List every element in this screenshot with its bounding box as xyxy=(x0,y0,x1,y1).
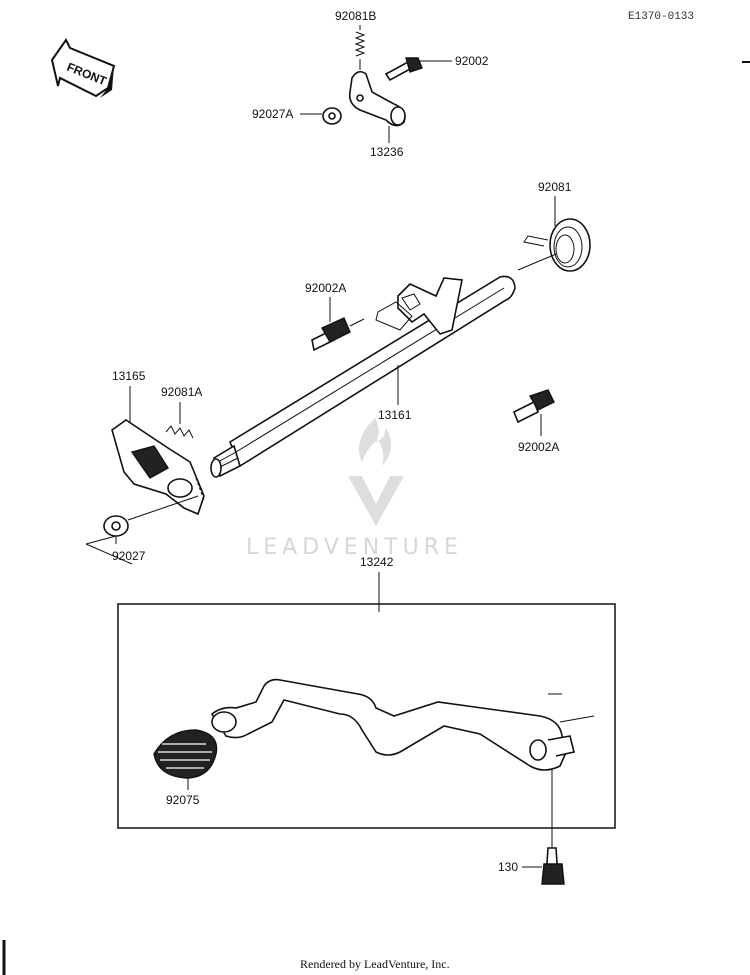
label-92081B: 92081B xyxy=(335,9,376,23)
label-130: 130 xyxy=(498,860,518,874)
shift-pedal-13242 xyxy=(210,678,595,771)
label-92002-top: 92002 xyxy=(455,54,489,68)
label-92081A: 92081A xyxy=(161,385,202,399)
leader-92027 xyxy=(85,535,133,565)
label-13236: 13236 xyxy=(370,145,404,159)
lever-13236 xyxy=(348,70,406,127)
bolt-130 xyxy=(541,847,565,885)
washer-92027 xyxy=(103,515,129,537)
bolt-92002A-left xyxy=(311,317,365,352)
washer-92027A xyxy=(322,107,342,125)
bolt-92002-top xyxy=(384,57,423,82)
label-13161: 13161 xyxy=(378,408,412,422)
label-13242: 13242 xyxy=(360,555,394,569)
foot-rubber-92075 xyxy=(153,729,218,779)
label-92027A: 92027A xyxy=(252,107,293,121)
front-arrow-icon xyxy=(50,38,116,98)
label-92002A-left: 92002A xyxy=(305,281,346,295)
watermark: LEADVENTURE xyxy=(246,535,463,560)
diagram-code: E1370-0133 xyxy=(628,11,694,23)
spring-92081B xyxy=(354,31,366,57)
spring-92081A xyxy=(165,425,194,439)
bolt-92002A-right xyxy=(512,389,555,424)
leader-spring-shaft xyxy=(517,253,557,271)
label-92081: 92081 xyxy=(538,180,572,194)
label-92027: 92027 xyxy=(112,549,146,563)
plate-13165 xyxy=(111,419,205,516)
label-92075: 92075 xyxy=(166,793,200,807)
shift-shaft-13161 xyxy=(210,275,516,478)
label-13165: 13165 xyxy=(112,369,146,383)
footer-credit: Rendered by LeadVenture, Inc. xyxy=(300,957,450,971)
group-box-13242 xyxy=(117,603,616,829)
watermark-logo-icon xyxy=(348,418,404,526)
leader-washer-plate xyxy=(127,495,199,521)
label-92002A-right: 92002A xyxy=(518,440,559,454)
return-spring-92081 xyxy=(523,218,591,272)
